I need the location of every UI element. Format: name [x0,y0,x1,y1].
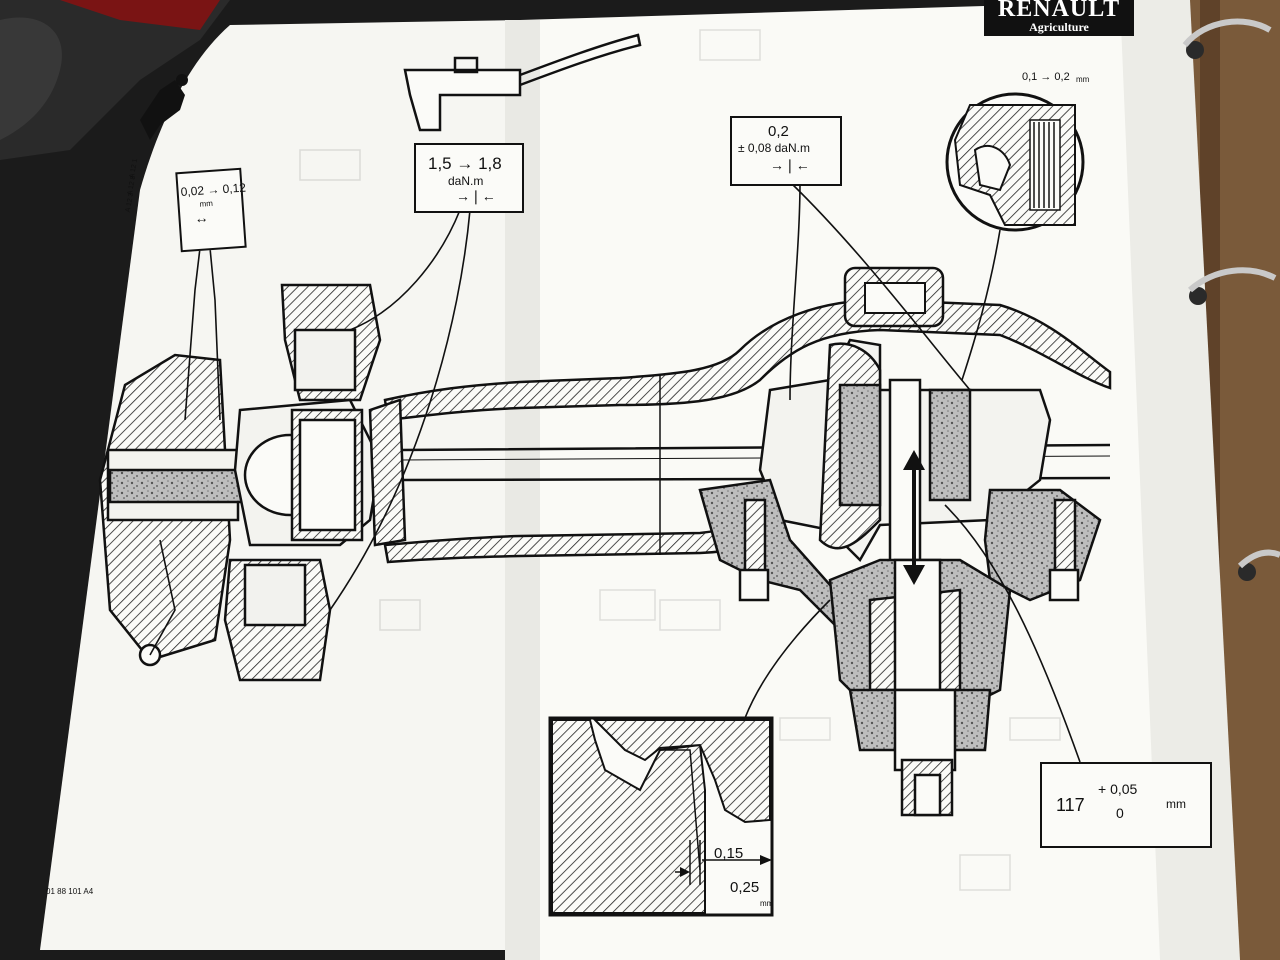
brand-subtitle: Agriculture [1029,20,1089,34]
diff-torque-value: 0,2 [768,123,789,140]
hub-torque-callout: 1,5 → 1,8 daN.m →❘← [414,143,524,213]
red-cloth [60,0,220,30]
leader-lines [149,181,1081,763]
backlash-min: 0,15 [714,845,744,862]
footer-code: 01 88 101 A4 [46,887,94,896]
tractor-logo-icon [140,80,185,140]
binder-hole-mid [1189,287,1207,305]
differential-drawing [698,338,1102,817]
pinion-height-unit: mm [1166,797,1186,811]
gear-detail-box [548,716,774,917]
chair-highlight [0,17,62,140]
diff-torque-tolerance: ± 0,08 daN.m [738,141,810,155]
brand-name: RENAULT [997,0,1121,22]
torque-wrench-icon: →❘← [456,188,496,204]
hub-torque-value: 1,5 → 1,8 [428,154,502,173]
page-gutter [505,20,540,960]
pinion-height-lower-tol: 0 [1116,805,1124,821]
diff-torque-wrench-icon: →❘← [770,157,810,173]
binder-hole-top [1186,41,1204,59]
brand-logo: RENAULT Agriculture [984,0,1134,36]
bearing-play-unit: mm [199,198,214,209]
page-edge-stack [1120,0,1240,960]
print-through-marks [299,29,1061,891]
caliper-sketch [403,33,642,132]
disc-detail-circle [945,92,1085,232]
bearing-play-arrow-icon: ↔ [193,209,210,227]
binder-ring-bottom [1237,549,1280,569]
backlash-max: 0,25 [730,879,760,896]
disc-clearance-unit: mm [1076,75,1090,84]
hub-torque-unit: daN.m [448,174,484,188]
pinion-height-upper-tol: + 0,05 [1098,781,1138,797]
binder-ring-mid [1188,267,1277,293]
bearing-play-callout: 0,02 → 0,12 mm ↔ [175,167,247,253]
diff-torque-callout: 0,2 ± 0,08 daN.m →❘← [730,116,842,186]
pinion-height-callout: 117 + 0,05 0 mm [1040,762,1212,848]
left-hub-drawing [98,283,407,682]
pinion-height-base: 117 [1056,795,1085,815]
disc-clearance-value: 0,1 → 0,2 [1022,71,1070,83]
pinion-height-arrow [903,450,925,585]
bearing-play-value: 0,02 → 0,12 [180,180,247,200]
tractor-logo-wheel-icon [176,74,188,86]
binder-ring-top [1182,18,1272,47]
backlash-unit: mm [760,899,774,908]
